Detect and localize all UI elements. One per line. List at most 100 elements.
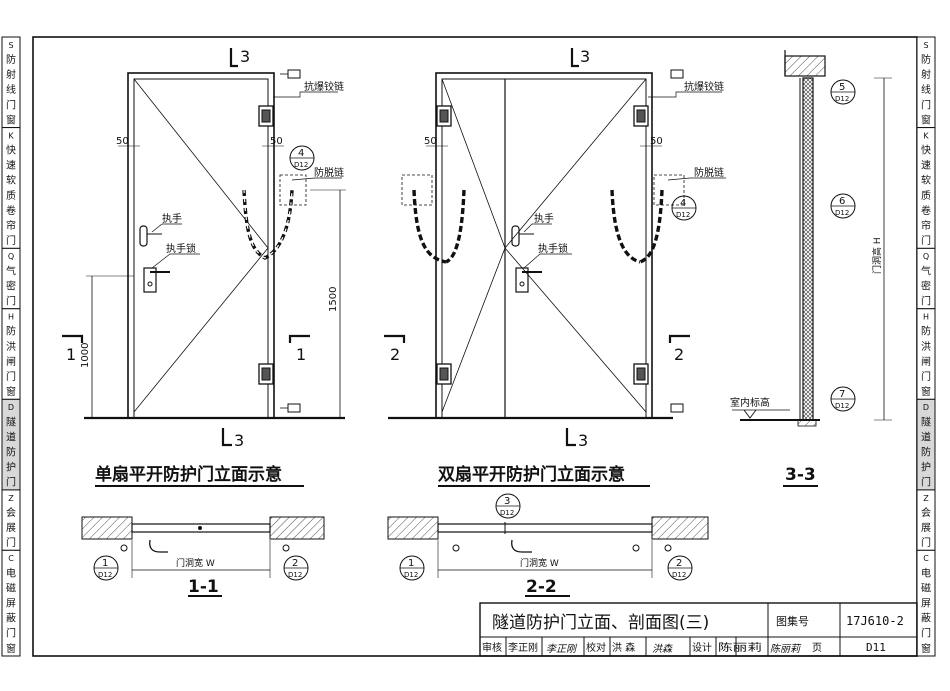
- right-tab-c-char: 蔽: [921, 613, 931, 625]
- s11-ref-left-sheet: D12: [98, 571, 112, 579]
- right-tab-column: S防射线门窗K快速软质卷帘门Q气密门H防洪闸门窗D隧道防护门Z会展门C电磁屏蔽门…: [916, 36, 936, 657]
- s33-label-indoor-elevation: 室内标高: [730, 396, 770, 409]
- double-section-3-bottom: 3: [578, 431, 588, 450]
- right-tab-c-char: 电: [921, 566, 931, 579]
- right-tab-k-char: 卷: [921, 204, 931, 217]
- double-ref-sheet: D12: [676, 211, 690, 219]
- single-door-elevation: [62, 48, 346, 487]
- left-tab-c-char: 窗: [6, 642, 16, 655]
- right-tab-s-char: 防: [921, 53, 931, 66]
- single-label-handle: 执手: [162, 212, 182, 225]
- s33-ref7-sheet: D12: [835, 402, 849, 410]
- left-tab-c[interactable]: [1, 549, 21, 657]
- left-tab-c-char: C: [8, 554, 14, 563]
- left-tab-k-char: 速: [6, 160, 16, 172]
- double-door-caption: 双扇平开防护门立面示意: [438, 464, 625, 485]
- right-tab-d-char: 隧: [921, 415, 931, 428]
- left-tab-c-char: 电: [6, 566, 16, 579]
- section-2-2: [387, 493, 709, 597]
- right-tab-c-char: 门: [921, 627, 931, 640]
- right-tab-c-char: C: [923, 554, 929, 563]
- left-tab-h-char: 防: [6, 325, 16, 338]
- s11-ref-right-number: 2: [292, 558, 298, 569]
- title-block-page-label: 页: [812, 642, 822, 654]
- left-tab-q-char: 气: [6, 264, 16, 277]
- right-tab-d[interactable]: [916, 398, 936, 491]
- single-section-1-left: 1: [66, 345, 76, 364]
- single-dim-1000: 1000: [80, 343, 91, 368]
- single-section-1-right: 1: [296, 345, 306, 364]
- s33-ref5-sheet: D12: [835, 95, 849, 103]
- left-tab-c-char: 屏: [6, 597, 16, 609]
- double-door-elevation: [384, 48, 726, 487]
- title-block-design-label: 设计: [692, 641, 712, 654]
- s11-ref-right-sheet: D12: [288, 571, 302, 579]
- title-block-atlas-label: 图集号: [776, 614, 809, 628]
- left-tab-s-char: S: [8, 41, 13, 50]
- s33-ref5-number: 5: [839, 82, 845, 93]
- title-block-check-signature: 洪森: [652, 643, 673, 655]
- left-tab-d-char: 门: [6, 476, 16, 489]
- title-block-check-name: 洪 森: [612, 641, 635, 654]
- right-tab-c-char: 磁: [921, 581, 931, 594]
- left-tab-h-char: 窗: [6, 385, 16, 398]
- s33-ref7-number: 7: [839, 389, 845, 400]
- left-tab-k-char: 软: [6, 174, 16, 187]
- s22-ref-top-sheet: D12: [500, 509, 514, 517]
- right-tab-s-char: 射: [921, 69, 931, 81]
- right-tab-q-char: 门: [921, 295, 931, 308]
- single-label-handle-lock: 执手锁: [166, 242, 196, 255]
- title-block-review-signature: 李正刚: [546, 643, 578, 655]
- right-tab-h-char: H: [923, 313, 929, 322]
- s33-caption: 3-3: [785, 465, 816, 485]
- left-tab-z-char: Z: [8, 494, 14, 503]
- title-block-review-label: 审核: [482, 641, 502, 654]
- left-tab-k-char: 卷: [6, 204, 16, 217]
- left-tab-z-char: 会: [6, 506, 16, 519]
- s22-label-opening-width: 门洞宽 W: [520, 557, 559, 569]
- title-block-design-name: 陈丽莉: [718, 641, 762, 654]
- title-block-design-signature: 陈丽莉: [770, 643, 802, 655]
- title-block-atlas-number: 17J610-2: [846, 614, 904, 628]
- title-block-review-name: 李正刚: [508, 641, 538, 654]
- left-tab-d[interactable]: [1, 398, 21, 491]
- left-tab-k-char: K: [8, 131, 14, 140]
- single-ref-number: 4: [298, 148, 304, 159]
- right-tab-z-char: 会: [921, 506, 931, 519]
- left-tab-h-char: 闸: [6, 355, 16, 368]
- title-block-check-label: 校对: [586, 641, 606, 654]
- title-block: [479, 602, 918, 657]
- right-tab-s-char: S: [923, 41, 928, 50]
- left-tab-s[interactable]: [1, 36, 21, 129]
- double-label-handle: 执手: [534, 212, 554, 225]
- left-tab-h[interactable]: [1, 308, 21, 400]
- s22-ref-right-number: 2: [676, 558, 682, 569]
- right-tab-z-char: 门: [921, 536, 931, 549]
- s11-label-opening-width: 门洞宽 W: [176, 557, 215, 569]
- right-tab-d-char: 道: [921, 430, 931, 443]
- right-tab-s[interactable]: [916, 36, 936, 129]
- right-tab-k-char: 质: [921, 190, 931, 202]
- left-tab-d-char: 道: [6, 430, 16, 443]
- right-tab-h[interactable]: [916, 308, 936, 400]
- right-tab-c-char: 屏: [921, 597, 931, 609]
- right-tab-q-char: Q: [923, 252, 929, 261]
- right-tab-k-char: 速: [921, 160, 931, 172]
- right-tab-s-char: 门: [921, 98, 931, 111]
- s22-ref-top-number: 3: [504, 496, 510, 507]
- double-dim-right: 50: [650, 136, 663, 147]
- section-3-3: [732, 50, 892, 487]
- single-label-anti-detach-chain: 防脱链: [314, 166, 344, 179]
- single-dim-left: 50: [116, 136, 129, 147]
- left-tab-d-char: D: [8, 403, 14, 412]
- s33-ref6-number: 6: [839, 196, 845, 207]
- single-label-blast-hinge: 抗爆铰链: [304, 80, 344, 93]
- right-tab-h-char: 洪: [921, 341, 931, 353]
- single-section-3-bottom: 3: [234, 431, 244, 450]
- right-tab-d-char: 防: [921, 446, 931, 459]
- left-tab-d-char: 防: [6, 446, 16, 459]
- right-tab-k-char: 快: [921, 145, 931, 157]
- left-tab-s-char: 线: [6, 83, 16, 96]
- right-tab-c-char: 窗: [921, 642, 931, 655]
